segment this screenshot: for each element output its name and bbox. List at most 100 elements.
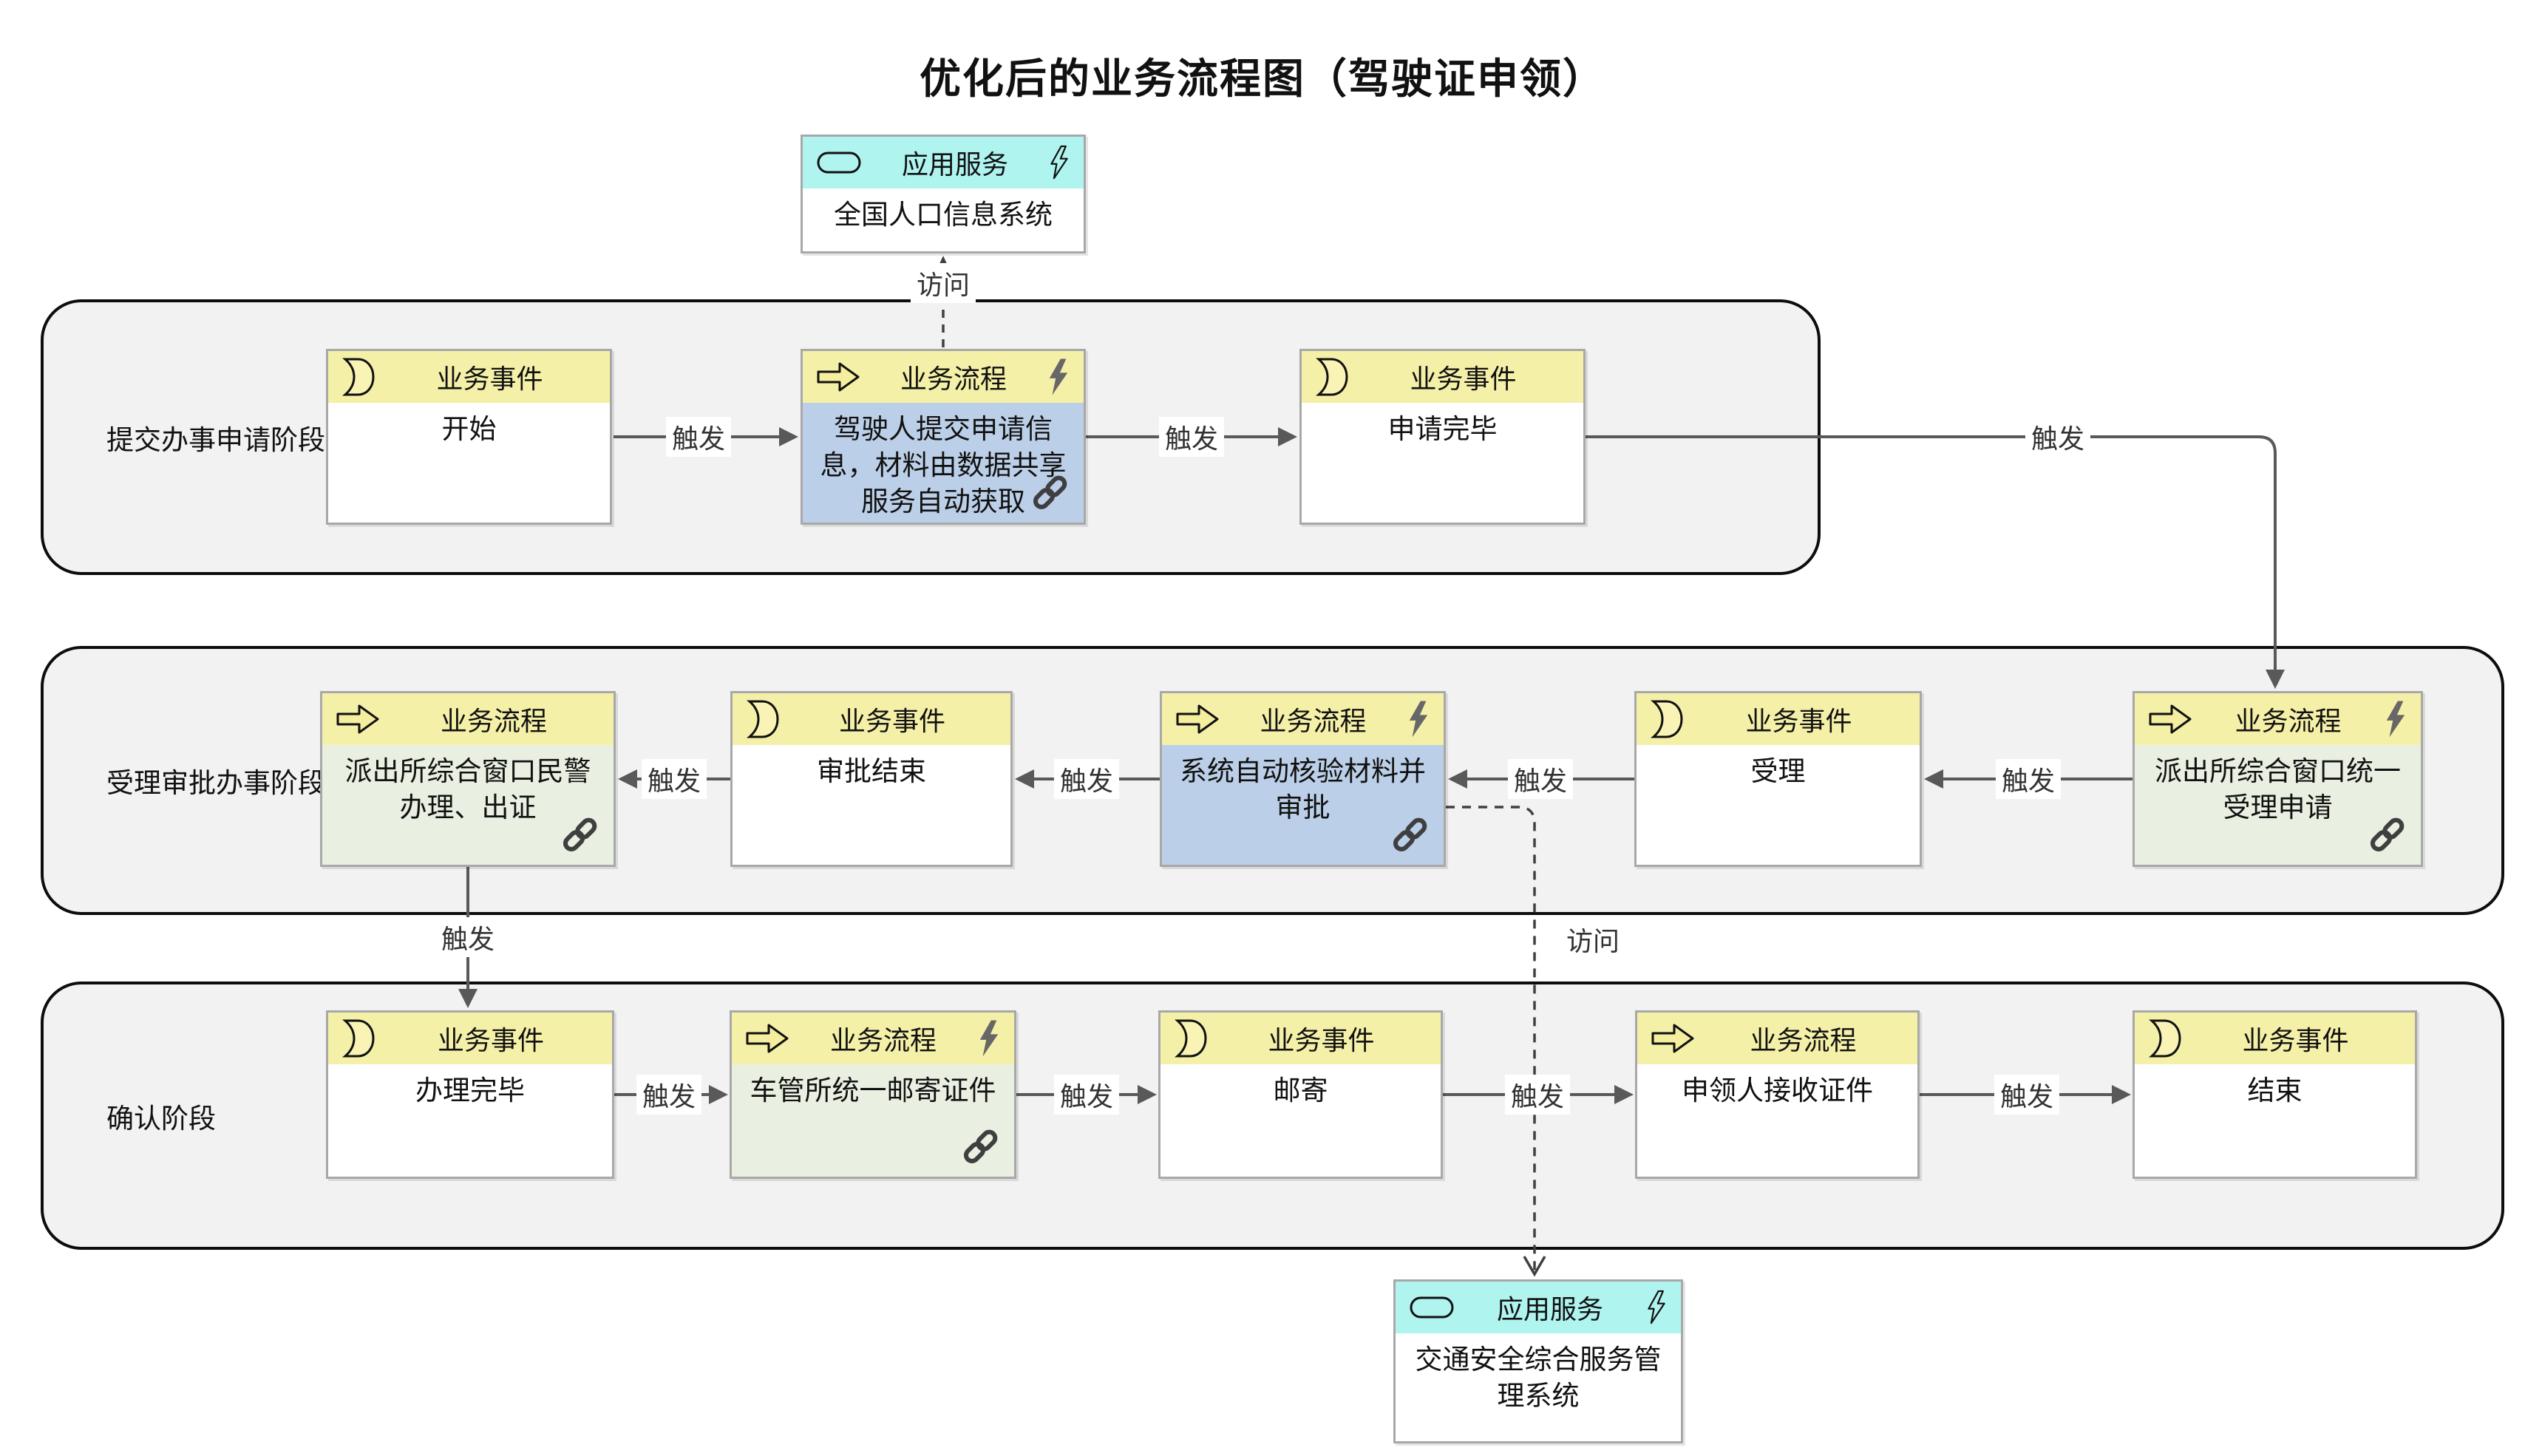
crescent-event-icon [747, 700, 779, 738]
node-process-receive[interactable]: 业务流程 申领人接收证件 [1635, 1010, 1920, 1179]
node-event-approval-end[interactable]: 业务事件 审批结束 [730, 691, 1013, 867]
node-event-accept[interactable]: 业务事件 受理 [1634, 691, 1922, 867]
crescent-event-icon [1316, 358, 1348, 396]
lane-review-stage-label: 受理审批办事阶段 [106, 768, 325, 798]
trigger-label: 触发 [1504, 1075, 1571, 1115]
traffic-service-header: 应用服务 [1396, 1282, 1681, 1333]
lane-submit-stage-label: 提交办事申请阶段 [106, 424, 325, 455]
event-done-name: 办理完毕 [328, 1064, 612, 1177]
lightning-icon [1050, 145, 1068, 180]
event-approval-end-name: 审批结束 [733, 745, 1010, 865]
event-done-header: 业务事件 [328, 1013, 612, 1064]
lane-confirm-stage-label: 确认阶段 [106, 1103, 216, 1134]
process-police-handle-type: 业务流程 [440, 706, 547, 736]
trigger-label: 触发 [435, 917, 501, 957]
crescent-event-icon [2149, 1019, 2181, 1058]
process-receive-type: 业务流程 [1750, 1025, 1857, 1055]
event-done-type: 业务事件 [437, 1025, 544, 1055]
event-approval-end-header: 业务事件 [733, 693, 1010, 745]
process-unified-accept-header: 业务流程 [2135, 693, 2421, 745]
node-event-applied[interactable]: 业务事件 申请完毕 [1299, 349, 1586, 525]
node-process-mail[interactable]: 业务流程 车管所统一邮寄证件 [730, 1010, 1016, 1179]
event-applied-name: 申请完毕 [1302, 403, 1583, 523]
chain-link-icon [1033, 475, 1067, 510]
node-event-done[interactable]: 业务事件 办理完毕 [326, 1010, 614, 1179]
node-event-mailed[interactable]: 业务事件 邮寄 [1158, 1010, 1443, 1179]
event-approval-end-type: 业务事件 [838, 706, 945, 736]
chain-link-icon [2370, 817, 2405, 852]
process-unified-accept-type: 业务流程 [2235, 706, 2342, 736]
node-process-police-handle[interactable]: 业务流程 派出所综合窗口民警办理、出证 [320, 691, 616, 867]
process-mail-name: 车管所统一邮寄证件 [732, 1064, 1014, 1177]
process-mail-type: 业务流程 [829, 1025, 937, 1055]
event-mailed-type: 业务事件 [1268, 1025, 1375, 1055]
lightning-icon [1049, 358, 1068, 395]
arrow-process-icon [2149, 704, 2192, 734]
lightning-icon [979, 1020, 999, 1057]
traffic-service-type: 应用服务 [1496, 1294, 1603, 1324]
arrow-process-icon [336, 704, 379, 734]
lightning-icon [1648, 1290, 1665, 1324]
event-end-type: 业务事件 [2242, 1025, 2349, 1055]
trigger-label: 触发 [1158, 417, 1225, 457]
node-process-submit[interactable]: 业务流程 驾驶人提交申请信息，材料由数据共享服务自动获取 [801, 349, 1086, 525]
crescent-event-icon [342, 358, 375, 396]
trigger-label: 触发 [2025, 417, 2091, 457]
node-process-auto-verify[interactable]: 业务流程 系统自动核验材料并审批 [1160, 691, 1446, 867]
node-event-end[interactable]: 业务事件 结束 [2133, 1010, 2417, 1179]
event-end-name: 结束 [2135, 1064, 2415, 1177]
process-auto-verify-type: 业务流程 [1260, 706, 1367, 736]
arrow-process-icon [1651, 1024, 1694, 1053]
process-submit-type: 业务流程 [900, 364, 1007, 394]
event-mailed-name: 邮寄 [1160, 1064, 1441, 1177]
access-open-arrowhead [1523, 1256, 1546, 1277]
trigger-label: 触发 [1994, 1075, 2060, 1115]
event-applied-type: 业务事件 [1410, 364, 1517, 394]
arrow-process-icon [817, 362, 860, 392]
process-auto-verify-header: 业务流程 [1162, 693, 1444, 745]
page-title: 优化后的业务流程图（驾驶证申领） [920, 55, 1605, 102]
event-accept-type: 业务事件 [1745, 706, 1852, 736]
trigger-label: 触发 [665, 417, 732, 457]
trigger-label: 触发 [1507, 759, 1574, 799]
stadium-service-icon [817, 152, 861, 174]
access-label: 访问 [1560, 919, 1626, 959]
process-submit-header: 业务流程 [803, 351, 1084, 403]
trigger-label: 触发 [1053, 1075, 1120, 1115]
crescent-event-icon [342, 1019, 375, 1058]
stadium-service-icon [1410, 1296, 1454, 1319]
event-mailed-header: 业务事件 [1160, 1013, 1441, 1064]
chain-link-icon [1393, 817, 1427, 852]
arrow-process-icon [746, 1024, 789, 1053]
process-receive-header: 业务流程 [1637, 1013, 1917, 1064]
process-police-handle-header: 业务流程 [322, 693, 614, 745]
process-mail-header: 业务流程 [732, 1013, 1014, 1064]
node-traffic-service[interactable]: 应用服务 交通安全综合服务管理系统 [1393, 1279, 1683, 1443]
event-start-name: 开始 [328, 403, 610, 523]
chain-link-icon [963, 1129, 998, 1164]
node-event-start[interactable]: 业务事件 开始 [326, 349, 612, 525]
crescent-event-icon [1651, 700, 1683, 738]
trigger-label: 触发 [1995, 759, 2062, 799]
trigger-label: 触发 [641, 759, 707, 799]
arrow-process-icon [1176, 704, 1219, 734]
node-process-unified-accept[interactable]: 业务流程 派出所综合窗口统一受理申请 [2133, 691, 2423, 867]
process-receive-name: 申领人接收证件 [1637, 1064, 1917, 1177]
event-start-header: 业务事件 [328, 351, 610, 403]
event-start-type: 业务事件 [436, 364, 543, 394]
event-accept-header: 业务事件 [1637, 693, 1920, 745]
access-label: 访问 [910, 263, 976, 303]
event-end-header: 业务事件 [2135, 1013, 2415, 1064]
lightning-icon [2386, 701, 2405, 738]
process-auto-verify-name: 系统自动核验材料并审批 [1162, 745, 1444, 865]
node-population-service[interactable]: 应用服务 全国人口信息系统 [801, 135, 1086, 254]
crescent-event-icon [1175, 1019, 1207, 1058]
trigger-label: 触发 [636, 1075, 702, 1115]
event-applied-header: 业务事件 [1302, 351, 1583, 403]
population-service-name: 全国人口信息系统 [803, 188, 1084, 251]
population-service-type: 应用服务 [901, 149, 1008, 180]
traffic-service-name: 交通安全综合服务管理系统 [1396, 1333, 1681, 1441]
chain-link-icon [563, 817, 597, 852]
population-service-header: 应用服务 [803, 137, 1084, 188]
